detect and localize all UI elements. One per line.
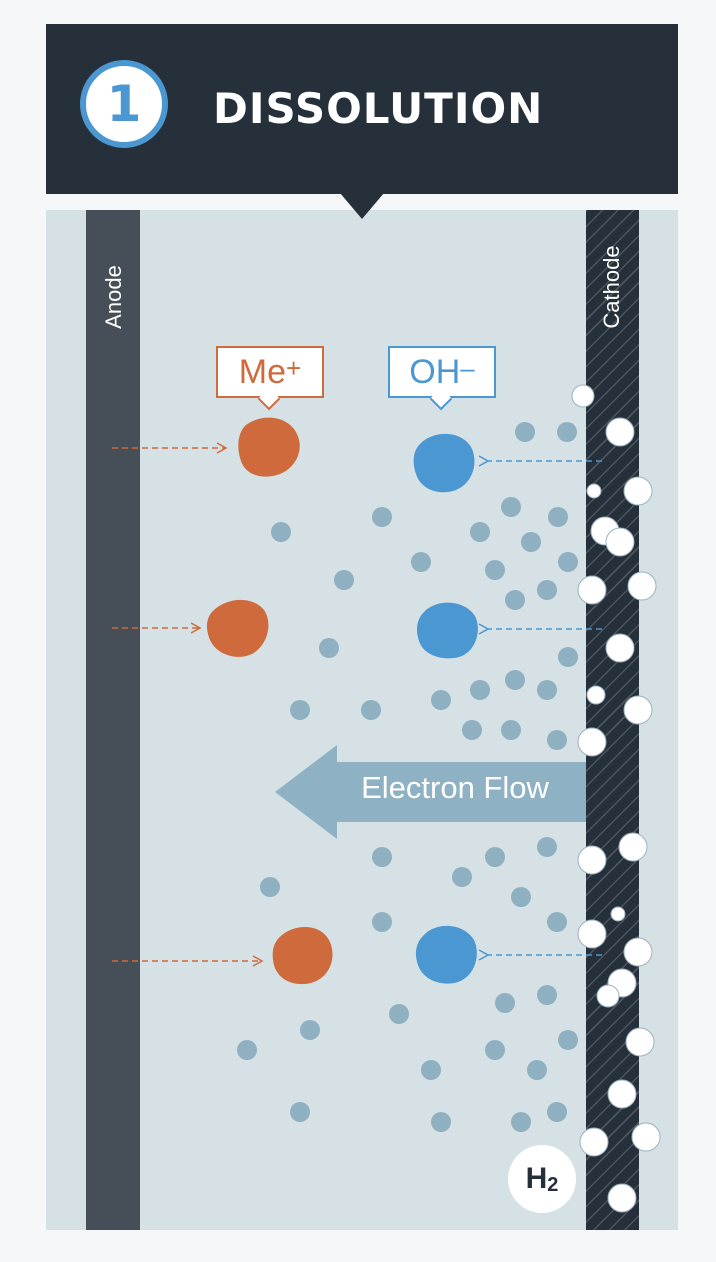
hydroxide-ion-charge: – — [460, 352, 475, 383]
header-pointer — [340, 193, 384, 219]
metal-ion-callout: Me+ — [216, 346, 324, 398]
metal-ion-charge: + — [286, 352, 302, 383]
step-number-badge: 1 — [80, 60, 168, 148]
hydroxide-ion-symbol: OH — [409, 352, 461, 391]
hydrogen-symbol: H — [525, 1162, 548, 1195]
anode-label: Anode — [101, 265, 126, 329]
cathode-label: Cathode — [599, 245, 624, 329]
electrolyte-panel — [46, 210, 678, 1230]
metal-ion-symbol: Me — [238, 352, 287, 391]
step-title: DISSOLUTION — [213, 84, 544, 133]
anode-electrode — [86, 210, 140, 1230]
hydrogen-subscript: 2 — [547, 1173, 559, 1196]
hydroxide-ion-callout: OH– — [388, 346, 496, 398]
electron-flow-label: Electron Flow — [361, 770, 549, 805]
cathode-electrode — [586, 210, 639, 1230]
